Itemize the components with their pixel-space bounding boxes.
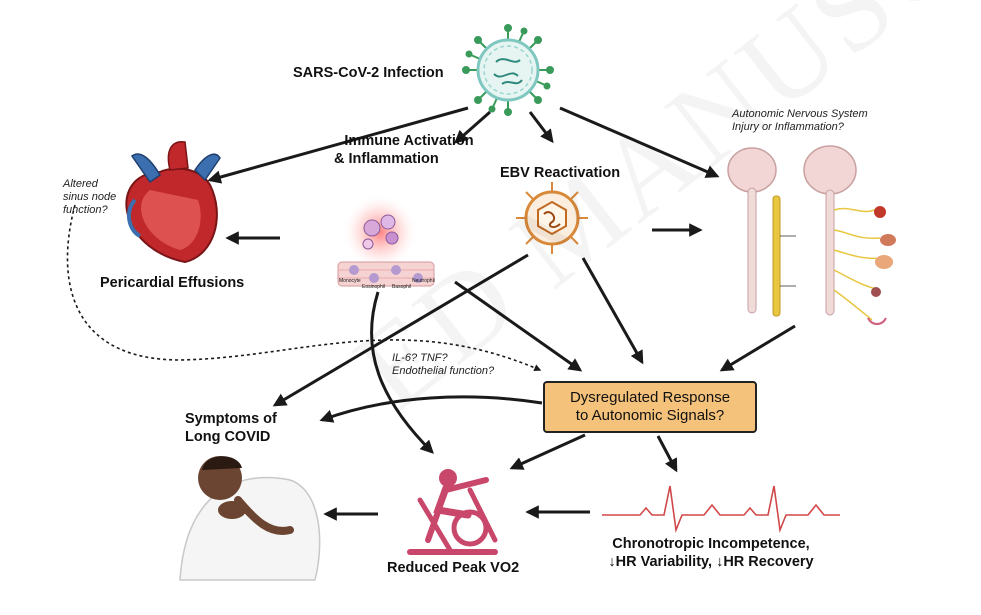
ans-label-line2: Injury or Inflammation?: [732, 121, 844, 133]
patient-icon: [179, 456, 321, 581]
arrow-sars-to-heart: [207, 106, 469, 184]
arrow-immune-to-dysreg: [454, 280, 583, 372]
nervous-system-icon: [727, 145, 896, 325]
pericardial-label: Pericardial Effusions: [100, 275, 245, 291]
sinus-label-line2: sinus node: [63, 191, 117, 203]
dysreg-line1: Dysregulated Response: [569, 389, 731, 406]
cell-label-monocyte: Monocyte: [339, 278, 361, 284]
symptoms-label: Symptoms of Long COVID: [185, 410, 277, 446]
arrow-dysreg-to-ecg: [656, 435, 678, 473]
cell-label-eosinophil: Eosinophil: [362, 284, 386, 290]
symptoms-label-line2: Long COVID: [185, 429, 271, 445]
arrow-dysreg-to-vo2: [509, 433, 586, 470]
arrow-sinus-dashed: [66, 204, 542, 372]
cell-label-neutrophil: Neutrophil: [412, 278, 435, 284]
dysregulated-response-box: Dysregulated Response to Autonomic Signa…: [543, 381, 757, 433]
vo2-label: Reduced Peak VO2: [387, 560, 520, 576]
arrow-ebv-to-symptoms: [272, 253, 529, 407]
ebv-label: EBV Reactivation: [500, 165, 621, 181]
arrow-sars-to-immune: [453, 110, 491, 144]
arrow-sars-to-ebv: [528, 111, 554, 144]
chrono-label-line1: Chronotropic Incompetence,: [612, 536, 810, 552]
arrow-ans-to-dysreg: [719, 324, 796, 372]
sinus-label-line3: function?: [63, 204, 108, 216]
arrow-immune-to-vo2: [370, 291, 434, 454]
arrow-sars-to-ans: [559, 106, 720, 178]
arrows: [66, 106, 796, 521]
ebv-virus-icon: [516, 182, 588, 254]
mediators-label-line1: IL-6? TNF?: [392, 352, 448, 364]
immune-label: Immune Activation & Inflammation: [334, 132, 484, 168]
mediators-label-line2: Endothelial function?: [392, 365, 495, 377]
ans-label-line1: Autonomic Nervous System: [732, 108, 868, 120]
immune-label-line1: Immune Activation: [344, 133, 474, 149]
arrow-ebv-to-dysreg: [581, 257, 644, 365]
immune-label-line2: & Inflammation: [334, 151, 439, 167]
symptoms-label-line1: Symptoms of: [185, 411, 277, 427]
chrono-label: Chronotropic Incompetence, ↓HR Variabili…: [586, 535, 836, 571]
ecg-trace: [602, 485, 840, 534]
sars-label: SARS-CoV-2 Infection: [293, 65, 444, 81]
immune-cells-icon: [337, 194, 435, 287]
sinus-label-line1: Altered: [63, 178, 98, 190]
cell-label-basophil: Basophil: [392, 284, 412, 290]
ans-label: Autonomic Nervous System Injury or Infla…: [732, 108, 868, 134]
exercise-bike-icon: [407, 469, 498, 555]
arrow-dysreg-to-symptoms: [319, 395, 543, 423]
dysreg-line2: to Autonomic Signals?: [575, 407, 725, 424]
mediators-label: IL-6? TNF? Endothelial function?: [392, 352, 494, 378]
sinus-label: Altered sinus node function?: [63, 178, 116, 217]
virus-icon: [462, 24, 554, 116]
chrono-label-line2: ↓HR Variability, ↓HR Recovery: [608, 554, 814, 570]
heart-icon: [125, 141, 221, 264]
